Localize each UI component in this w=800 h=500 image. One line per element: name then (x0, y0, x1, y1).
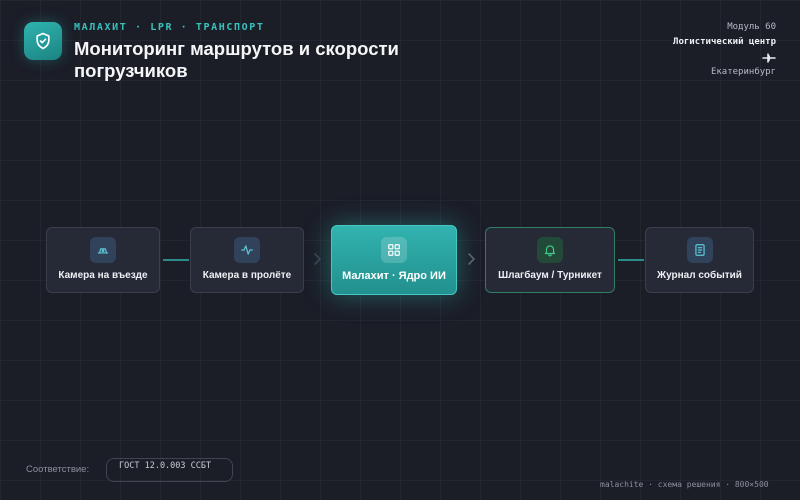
node-label: Малахит · Ядро ИИ (342, 270, 446, 282)
app-logo (24, 22, 62, 60)
grid-icon (381, 237, 407, 263)
connector-line (163, 259, 189, 261)
node-label: Камера в пролёте (202, 270, 292, 281)
document-icon (686, 237, 713, 263)
bell-icon (537, 237, 563, 263)
site-name: Логистический центр (673, 37, 776, 47)
pin-icon (673, 50, 776, 65)
camera-icon (90, 237, 116, 263)
node-label: Камера на въезде (58, 270, 148, 281)
module-meta: Модуль 60 Логистический центр Екатеринбу… (673, 20, 776, 80)
node-span-camera[interactable]: Камера в пролёте (190, 227, 304, 293)
node-entry-camera[interactable]: Камера на въезде (46, 227, 160, 293)
connector-line (618, 259, 644, 261)
page-title: Мониторинг маршрутов и скорости погрузчи… (74, 38, 399, 81)
compliance-label: Соответствие: (26, 464, 90, 475)
site-city: Екатеринбург (710, 67, 776, 77)
node-label: Журнал событий (657, 270, 742, 281)
compliance-badge: ГОСТ 12.0.003 ССБТ (106, 458, 233, 482)
footer-caption: malachite · схема решения · 800×500 (600, 480, 769, 489)
chevron-right-icon (468, 253, 475, 265)
node-event-log[interactable]: Журнал событий (645, 227, 754, 293)
node-ai-core[interactable]: Малахит · Ядро ИИ (331, 225, 457, 295)
node-label: Шлагбаум / Турникет (498, 270, 602, 281)
breadcrumb: МАЛАХИТ · LPR · ТРАНСПОРТ (74, 22, 265, 33)
chevron-right-icon (314, 253, 321, 265)
activity-icon (234, 237, 260, 263)
shield-check-icon (36, 32, 50, 50)
module-number: Модуль 60 (727, 22, 776, 32)
node-barrier[interactable]: Шлагбаум / Турникет (485, 227, 615, 293)
